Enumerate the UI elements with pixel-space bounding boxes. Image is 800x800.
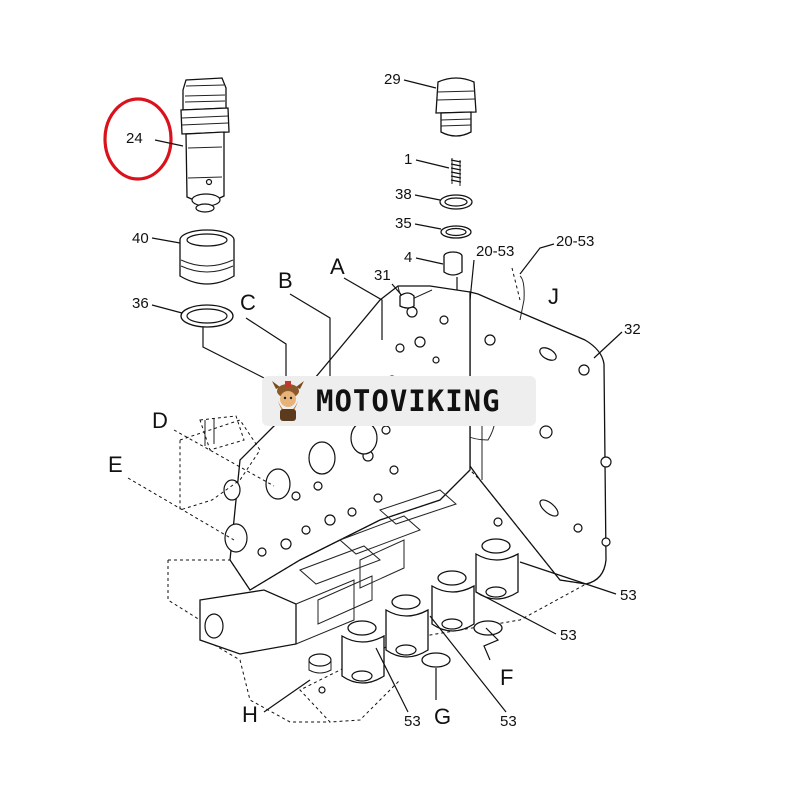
label-J: J bbox=[548, 284, 559, 309]
part-4-spool bbox=[443, 251, 463, 276]
label-D: D bbox=[152, 408, 168, 433]
label-35: 35 bbox=[395, 215, 412, 232]
watermark-text: MOTOVIKING bbox=[316, 384, 501, 418]
part-40-cap bbox=[179, 229, 235, 285]
part-1-spring bbox=[450, 158, 462, 186]
label-1: 1 bbox=[404, 151, 412, 168]
label-20-53-b: 20-53 bbox=[556, 233, 594, 250]
label-20-53-a: 20-53 bbox=[476, 243, 514, 260]
label-H: H bbox=[242, 702, 258, 727]
label-53-c: 53 bbox=[500, 713, 517, 730]
label-40: 40 bbox=[132, 230, 149, 247]
solenoid-caps-53 bbox=[341, 538, 519, 684]
part-29-plug bbox=[435, 77, 477, 137]
label-E: E bbox=[108, 452, 123, 477]
label-53-a: 53 bbox=[620, 587, 637, 604]
label-53-d: 53 bbox=[404, 713, 421, 730]
label-B: B bbox=[278, 268, 293, 293]
label-38: 38 bbox=[395, 186, 412, 203]
part-38-ring bbox=[439, 194, 473, 210]
label-32: 32 bbox=[624, 321, 641, 338]
label-4: 4 bbox=[404, 249, 412, 266]
label-G: G bbox=[434, 704, 451, 729]
label-29: 29 bbox=[384, 71, 401, 88]
part-35-ring bbox=[440, 225, 472, 239]
label-A: A bbox=[330, 254, 345, 279]
watermark-banner: MOTOVIKING bbox=[262, 376, 536, 426]
label-36: 36 bbox=[132, 295, 149, 312]
label-F: F bbox=[500, 665, 513, 690]
highlight-circle bbox=[103, 97, 173, 181]
valve-body bbox=[167, 267, 612, 723]
label-C: C bbox=[240, 290, 256, 315]
part-36-o-ring bbox=[180, 304, 234, 328]
viking-logo-icon bbox=[272, 381, 304, 421]
part-24-relief-valve bbox=[180, 77, 230, 213]
label-24: 24 bbox=[126, 130, 143, 147]
label-53-b: 53 bbox=[560, 627, 577, 644]
label-31: 31 bbox=[374, 267, 391, 284]
